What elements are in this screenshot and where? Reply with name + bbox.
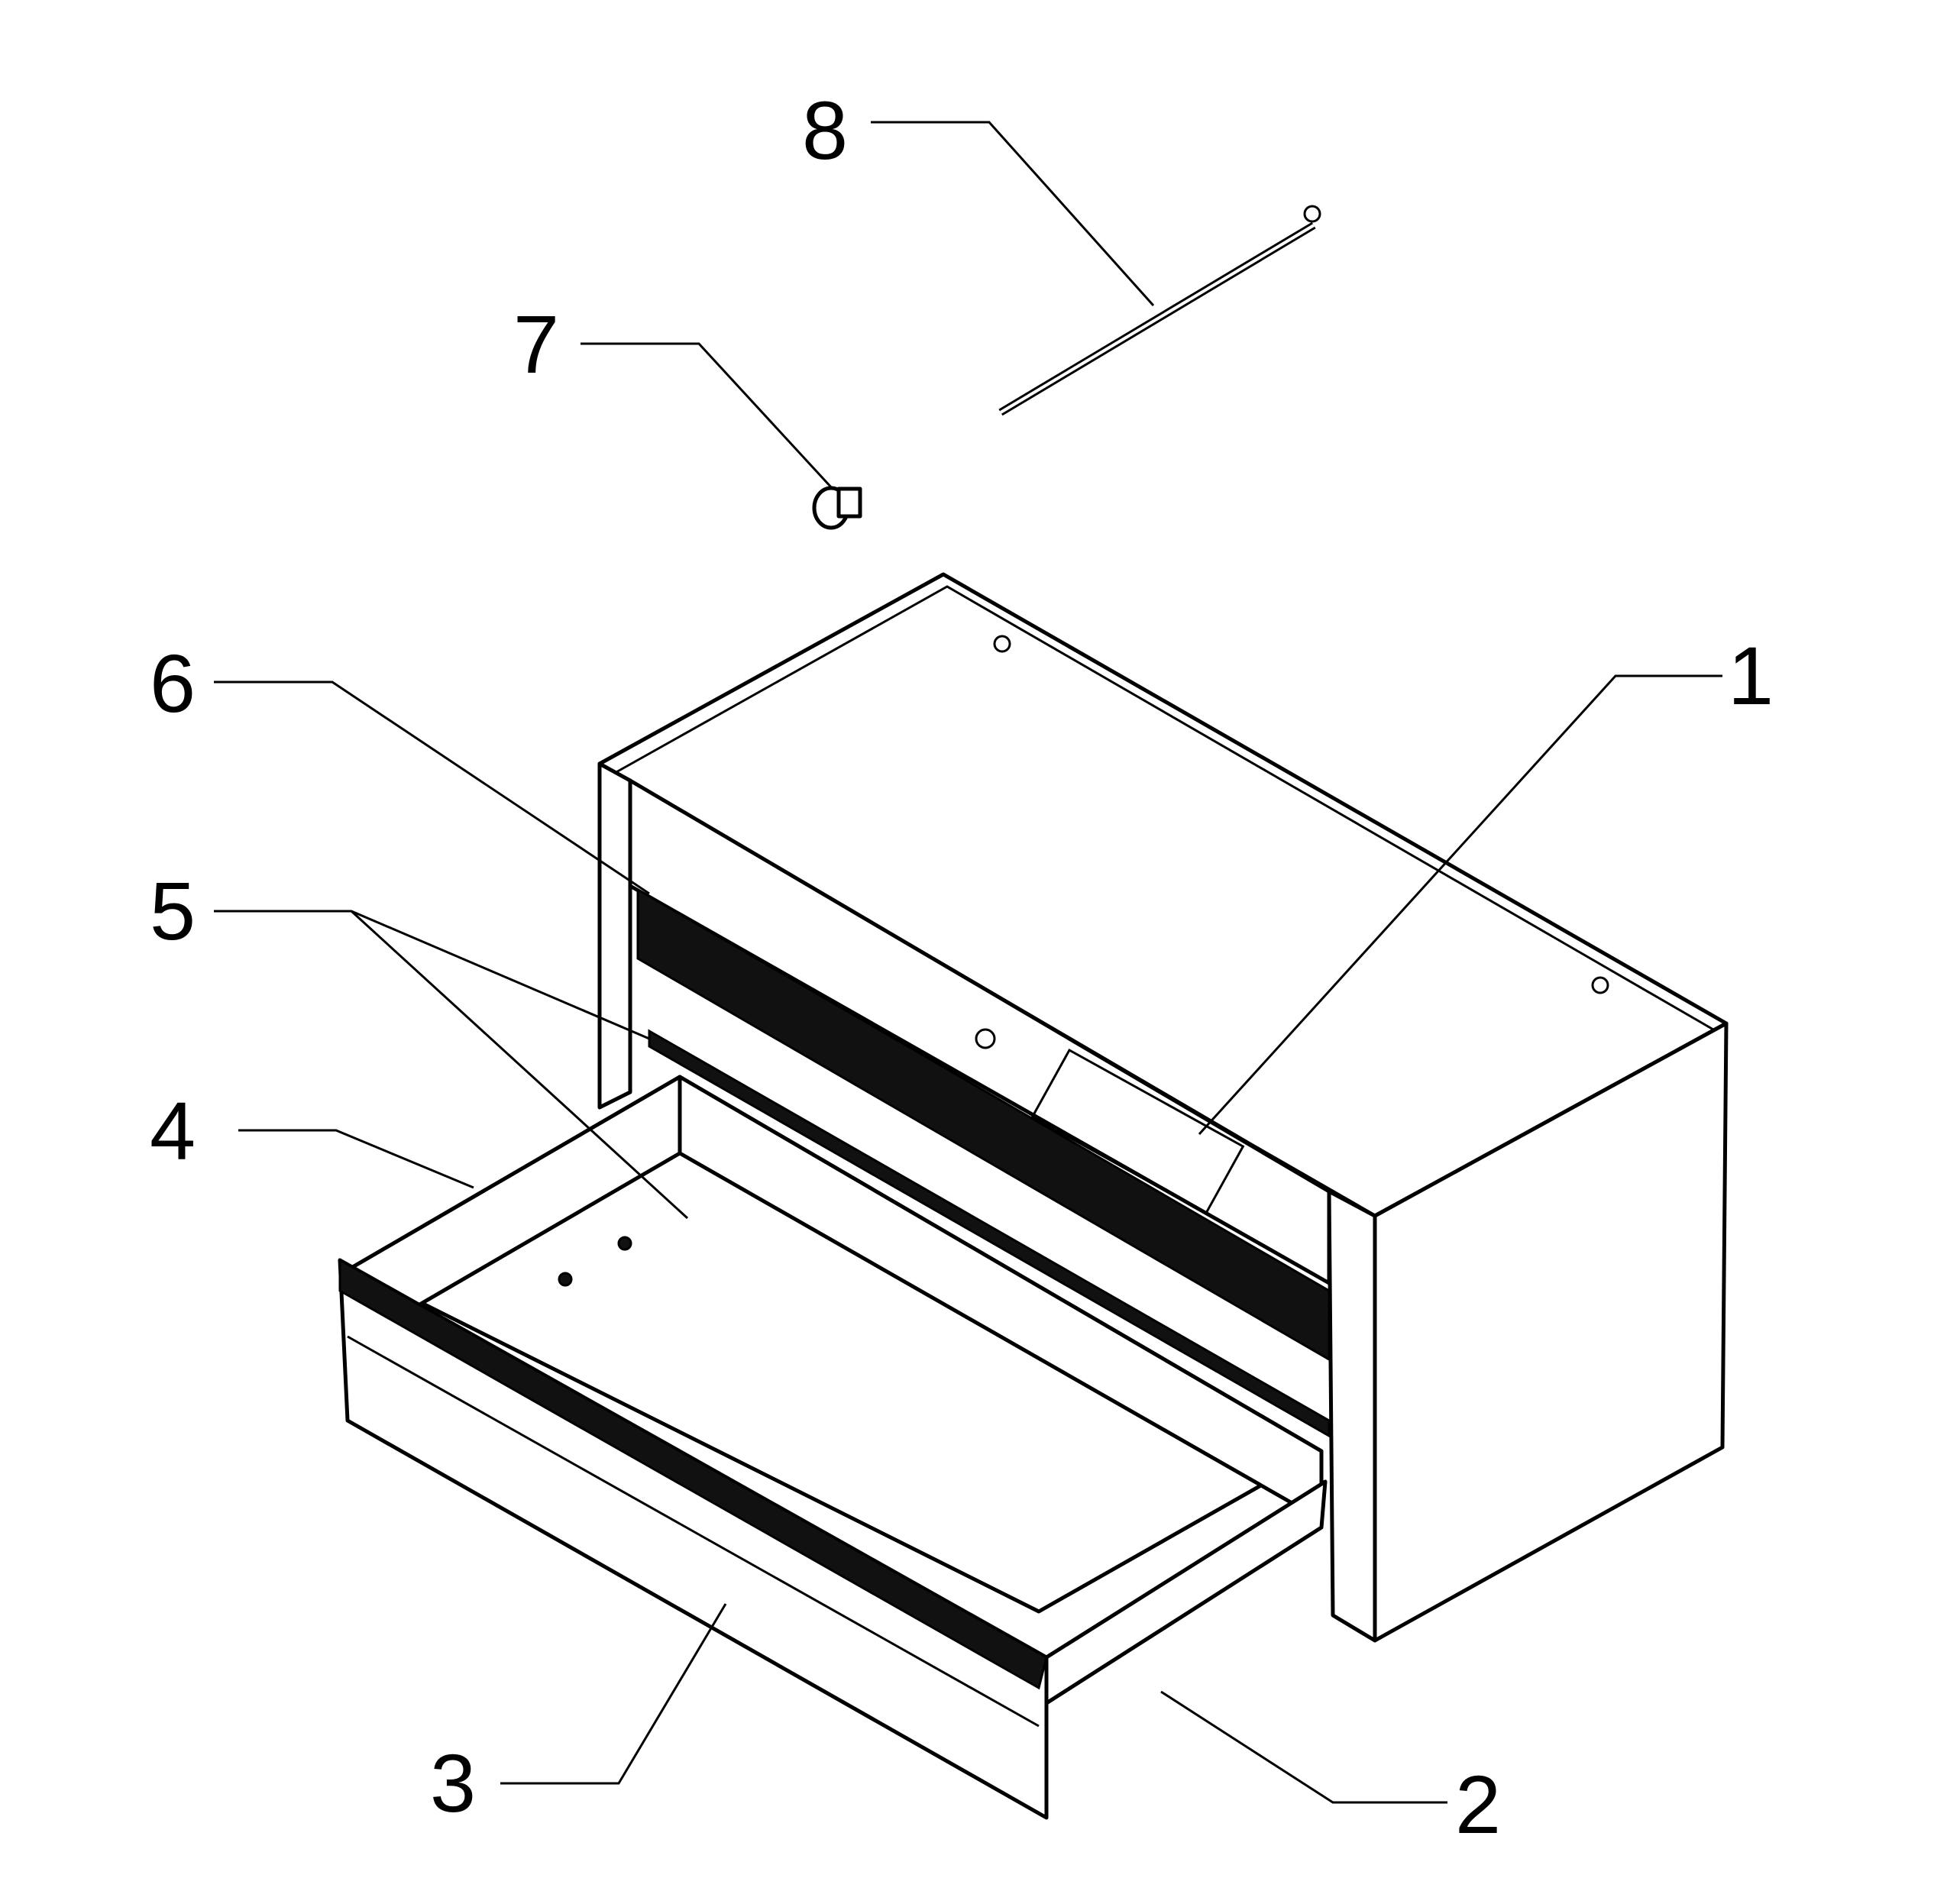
leader-2 bbox=[1160, 1690, 1447, 1804]
knob bbox=[812, 486, 862, 530]
drawer-handle bbox=[338, 1258, 1048, 1690]
leader-4 bbox=[238, 1129, 474, 1189]
top-hole-2 bbox=[1591, 976, 1609, 994]
leader-lines bbox=[214, 121, 1722, 1804]
leader-5b bbox=[350, 910, 689, 1220]
lock-plate bbox=[1030, 1048, 1245, 1215]
leader-8 bbox=[871, 121, 1155, 307]
cabinet bbox=[597, 572, 1729, 1643]
callout-1: 1 bbox=[1728, 629, 1774, 722]
leader-5a bbox=[214, 910, 650, 1040]
rail-upper bbox=[636, 887, 1331, 1362]
leader-3 bbox=[500, 1603, 727, 1785]
callout-6: 6 bbox=[150, 637, 196, 729]
drawer-slide bbox=[1044, 1479, 1328, 1705]
cabinet-right-post bbox=[1327, 1189, 1377, 1643]
leader-6 bbox=[214, 680, 650, 895]
leader-1 bbox=[1198, 674, 1722, 1136]
callout-5: 5 bbox=[150, 865, 196, 957]
drawer-hole-1 bbox=[558, 1272, 573, 1287]
top-hole-1 bbox=[993, 635, 1011, 653]
rod-shaft-highlight bbox=[999, 224, 1315, 414]
lock-rod bbox=[998, 205, 1321, 416]
rail-lower bbox=[648, 1029, 1331, 1438]
drawer-bottom-lip bbox=[347, 1335, 1040, 1728]
callout-labels: 1 2 3 4 5 6 7 8 bbox=[150, 84, 1774, 1851]
leader-7 bbox=[581, 342, 834, 490]
callout-7: 7 bbox=[513, 298, 559, 390]
knob-stem bbox=[836, 487, 862, 519]
lock-hole bbox=[975, 1028, 996, 1049]
drawer-hole-2 bbox=[617, 1236, 632, 1251]
callout-3: 3 bbox=[430, 1737, 476, 1829]
drawer bbox=[338, 1075, 1328, 1820]
cabinet-left-post bbox=[597, 761, 632, 1110]
rod-hook bbox=[1303, 205, 1321, 223]
callout-2: 2 bbox=[1455, 1758, 1501, 1851]
callout-4: 4 bbox=[150, 1085, 196, 1177]
cabinet-top-edge bbox=[614, 585, 1719, 1034]
callout-8: 8 bbox=[802, 84, 848, 176]
